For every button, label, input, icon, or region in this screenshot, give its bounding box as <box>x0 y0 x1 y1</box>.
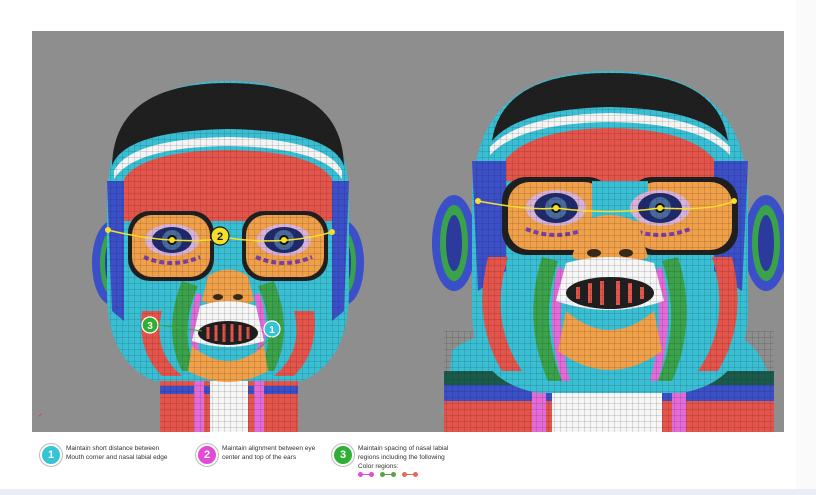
legend-item-1: 1 Maintain short distance between Mouth … <box>40 442 190 486</box>
right-head <box>432 71 784 432</box>
legend-item-3: 3 Maintain spacing of nasal labial regio… <box>332 442 492 486</box>
window-edge <box>796 0 816 495</box>
left-head: 2 3 1 <box>92 81 364 432</box>
render-viewport: 2 3 1 <box>32 31 784 432</box>
legend-text-1: Maintain short distance between Mouth co… <box>66 445 168 461</box>
legend-badge-1: 1 <box>40 444 62 466</box>
legend-badge-3: 3 <box>332 444 354 466</box>
marker-2: 2 <box>210 226 230 246</box>
swatch-green <box>380 472 396 478</box>
head-renders: 2 3 1 <box>92 71 784 432</box>
viewport-corner-mark: ✓ <box>38 413 44 419</box>
legend-text-3: Maintain spacing of nasal labial regions… <box>358 445 449 470</box>
svg-text:1: 1 <box>269 325 275 336</box>
svg-text:3: 3 <box>147 321 153 332</box>
color-region-swatches <box>358 472 418 478</box>
marker-1-left: 1 <box>263 320 281 338</box>
legend-badge-2: 2 <box>196 444 218 466</box>
legend-item-2: 2 Maintain alignment between eye center … <box>196 442 336 486</box>
marker-3: 3 <box>141 316 159 334</box>
taskbar-edge <box>0 489 816 495</box>
svg-text:2: 2 <box>217 231 223 243</box>
legend-text-2: Maintain alignment between eye center an… <box>222 445 316 461</box>
swatch-red <box>402 472 418 478</box>
swatch-pink <box>358 472 374 478</box>
